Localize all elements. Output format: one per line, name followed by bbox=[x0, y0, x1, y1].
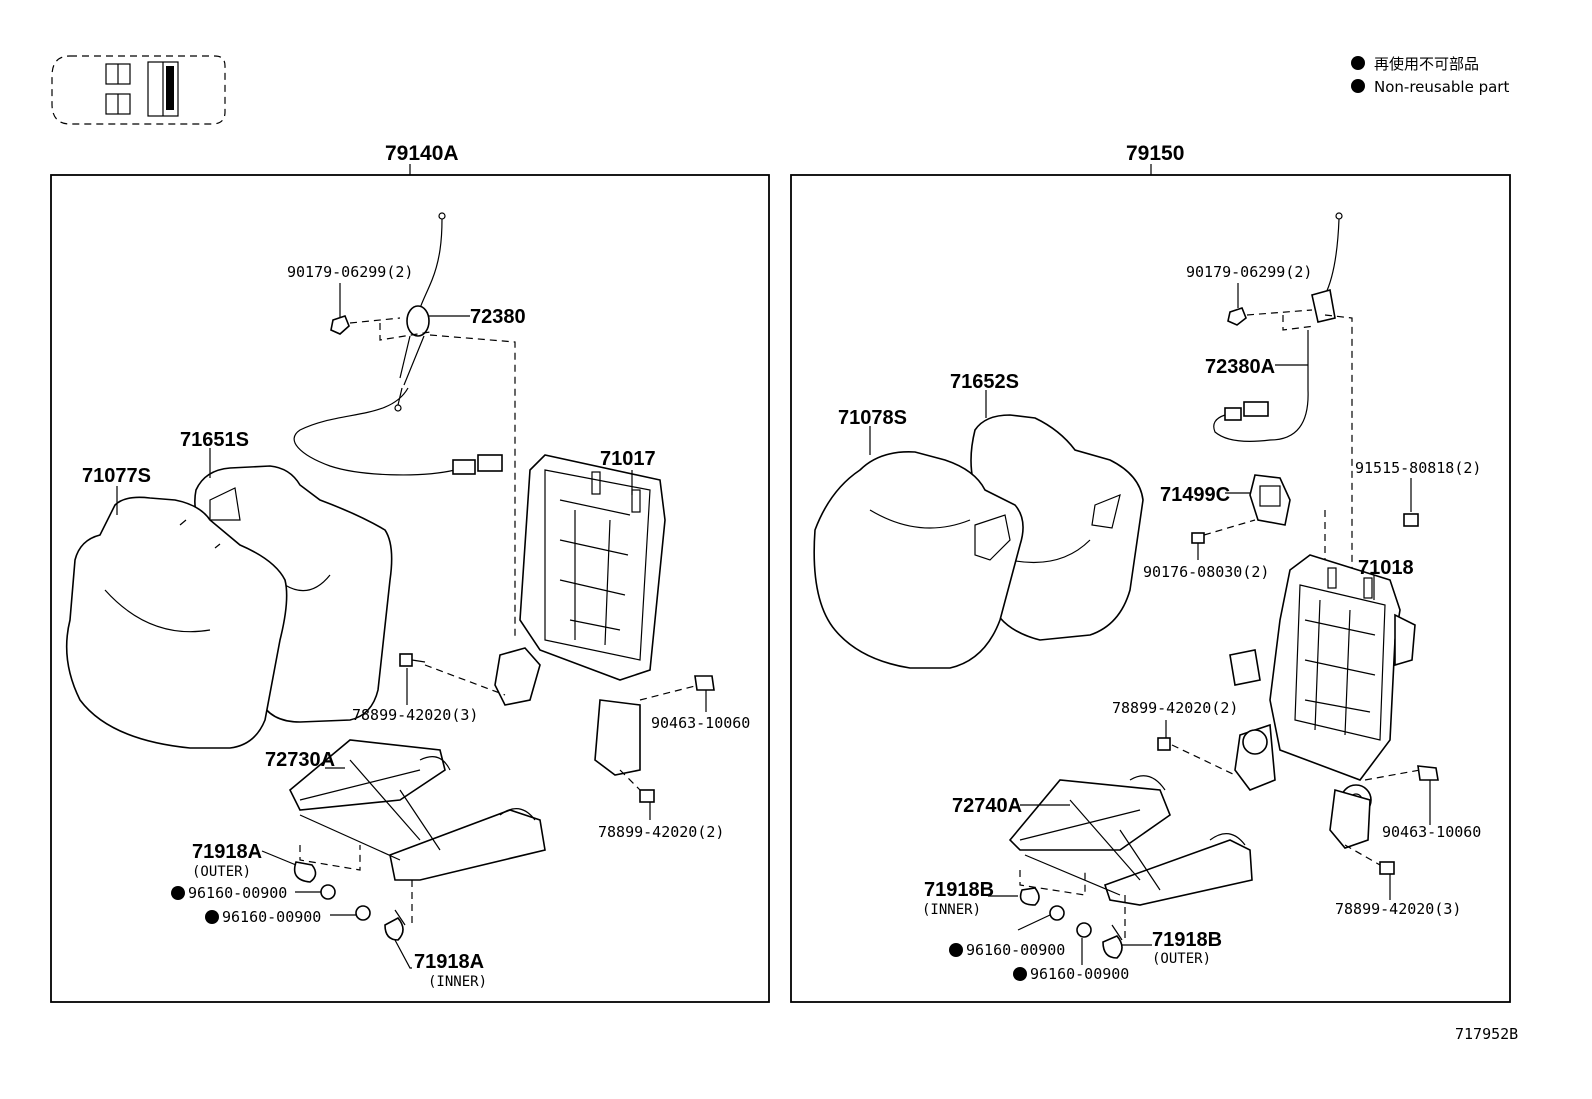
label-lock: 71499C bbox=[1160, 484, 1230, 506]
pin-90463-icon bbox=[694, 675, 715, 712]
label-bolt-mid: 78899-42020(3) bbox=[352, 706, 478, 724]
label-clip-2: 96160-00900 bbox=[222, 908, 321, 926]
label-spring-outer: 71918B bbox=[1152, 929, 1222, 951]
non-reusable-bullet-icon bbox=[949, 943, 963, 957]
label-spring-outer-note: (OUTER) bbox=[192, 864, 251, 880]
non-reusable-bullet-icon bbox=[1351, 56, 1365, 70]
label-spring-outer-note: (OUTER) bbox=[1152, 951, 1211, 967]
pin-90463-icon bbox=[1417, 765, 1439, 825]
label-bolt-low: 78899-42020(3) bbox=[1335, 900, 1461, 918]
legend-item-jp: 再使用不可部品 bbox=[1374, 55, 1479, 73]
label-bolt-top: 90179-06299(2) bbox=[287, 263, 413, 281]
label-cover: 71078S bbox=[838, 407, 907, 429]
non-reusable-bullet-icon bbox=[171, 886, 185, 900]
non-reusable-bullet-icon bbox=[1013, 967, 1027, 981]
nut-90176-icon bbox=[1191, 532, 1205, 560]
label-bolt-top: 90179-06299(2) bbox=[1186, 263, 1312, 281]
label-bolt-side: 91515-80818(2) bbox=[1355, 459, 1481, 477]
bolt-91515-icon bbox=[1403, 478, 1419, 527]
right-panel-title: 79150 bbox=[1126, 142, 1184, 165]
label-back-frame: 71017 bbox=[600, 448, 656, 470]
spring-71918a-outer-icon bbox=[293, 861, 317, 883]
label-back-frame: 71018 bbox=[1358, 557, 1414, 579]
bolt-78899-low-icon bbox=[639, 789, 655, 820]
label-clip-1: 96160-00900 bbox=[188, 884, 287, 902]
spring-71918b-outer-icon bbox=[1102, 924, 1123, 959]
label-spring-outer: 71918A bbox=[192, 841, 262, 863]
non-reusable-bullet-icon bbox=[205, 910, 219, 924]
clip-96160-2-icon bbox=[1076, 922, 1092, 938]
release-cable-72380a bbox=[1213, 212, 1343, 442]
label-cable: 72380 bbox=[470, 306, 526, 328]
label-clip-2: 96160-00900 bbox=[1030, 965, 1129, 983]
left-panel: 79140A bbox=[50, 142, 770, 1003]
seat-back-frame-71017 bbox=[494, 454, 666, 776]
label-pin: 90463-10060 bbox=[1382, 823, 1481, 841]
legend: 再使用不可部品 Non-reusable part bbox=[1351, 55, 1509, 96]
label-bolt-mid: 78899-42020(2) bbox=[1112, 699, 1238, 717]
label-spring-inner: 71918A bbox=[414, 951, 484, 973]
label-pad: 71651S bbox=[180, 429, 249, 451]
left-panel-title: 79140A bbox=[385, 142, 459, 165]
label-clip-1: 96160-00900 bbox=[966, 941, 1065, 959]
label-pad: 71652S bbox=[950, 371, 1019, 393]
legend-item-en: Non-reusable part bbox=[1374, 78, 1509, 96]
label-bolt-low: 78899-42020(2) bbox=[598, 823, 724, 841]
spring-71918b-inner-icon bbox=[1019, 887, 1040, 906]
label-pin: 90463-10060 bbox=[651, 714, 750, 732]
label-cover: 71077S bbox=[82, 465, 151, 487]
label-spring-inner-note: (INNER) bbox=[428, 974, 487, 990]
seat-cover-71077s bbox=[65, 496, 288, 749]
seat-cover-71078s bbox=[813, 451, 1024, 669]
seat-adjuster-72740a bbox=[1008, 775, 1253, 906]
clip-96160-1-icon bbox=[320, 884, 336, 900]
non-reusable-bullet-icon bbox=[1351, 79, 1365, 93]
bolt-90179-icon bbox=[1227, 283, 1247, 326]
seat-back-frame-71018 bbox=[1229, 554, 1416, 849]
label-nut: 90176-08030(2) bbox=[1143, 563, 1269, 581]
right-panel: 79150 bbox=[790, 142, 1511, 1003]
vehicle-location-icon bbox=[51, 55, 226, 125]
seat-adjuster-72730a bbox=[289, 739, 546, 881]
label-cable: 72380A bbox=[1205, 356, 1275, 378]
lock-71499c bbox=[1249, 474, 1291, 526]
label-adjuster: 72730A bbox=[265, 749, 335, 771]
bolt-78899-mid-icon bbox=[399, 653, 426, 667]
label-spring-inner-note: (INNER) bbox=[922, 902, 981, 918]
clip-96160-2-icon bbox=[355, 905, 371, 921]
label-spring-inner: 71918B bbox=[924, 879, 994, 901]
bolt-78899-mid-icon bbox=[1157, 720, 1171, 751]
bolt-90179-icon bbox=[330, 283, 350, 335]
label-adjuster: 72740A bbox=[952, 795, 1022, 817]
clip-96160-1-icon bbox=[1049, 905, 1065, 921]
figure-code: 717952B bbox=[1455, 1025, 1518, 1043]
spring-71918a-inner-icon bbox=[384, 909, 406, 941]
release-cable-72380 bbox=[293, 212, 503, 476]
bolt-78899-low-icon bbox=[1379, 861, 1395, 900]
